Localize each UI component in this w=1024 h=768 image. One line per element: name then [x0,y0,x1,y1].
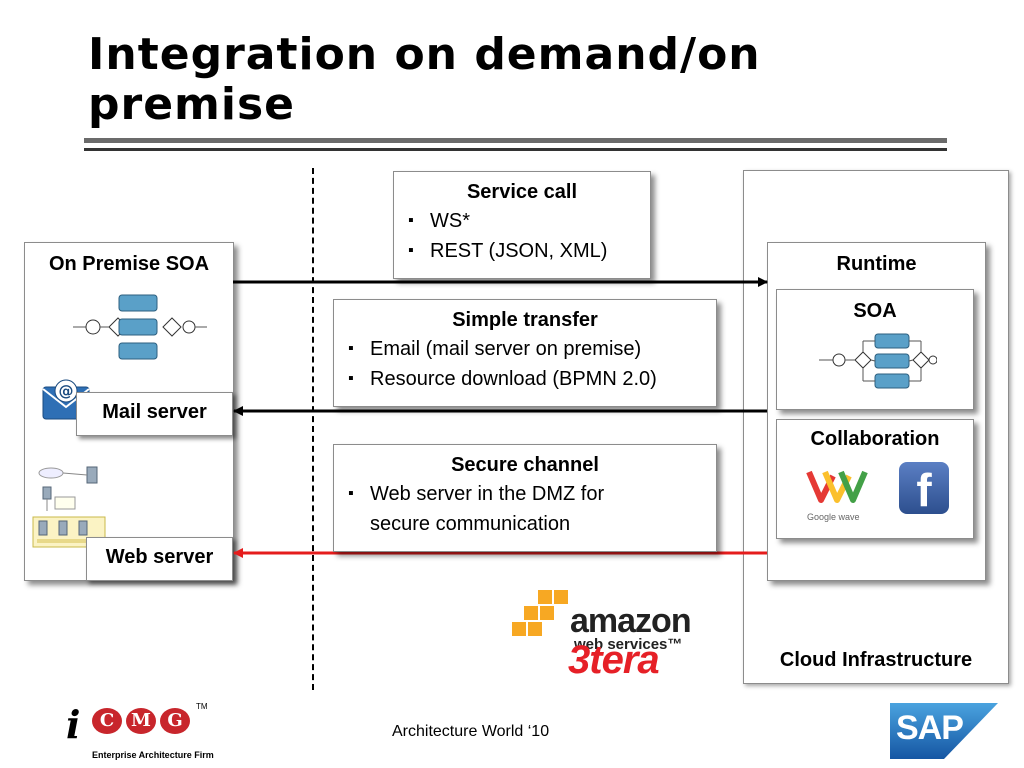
mail-server-box: Mail server [76,392,233,436]
cloud-bpmn-diagram-icon [819,333,937,389]
title-underline-dark [84,148,947,151]
sap-wordmark: SAP [896,709,964,747]
icmg-letter-c: C [92,708,122,734]
cloud-infrastructure-label: Cloud Infrastructure [779,649,973,671]
svg-text:@: @ [59,382,74,400]
icmg-letter-m: M [126,708,156,734]
simple-transfer-item: Email (mail server on premise) [348,334,702,364]
amazon-web-services-logo: amazon web services™ 3tera [512,588,722,682]
secure-channel-item: Web server in the DMZ for secure communi… [348,479,702,539]
cloud-soa-label: SOA [853,300,897,322]
aws-cubes-icon [512,590,568,636]
simple-transfer-callout: Simple transfer Email (mail server on pr… [333,299,717,407]
service-call-callout: Service call WS* REST (JSON, XML) [393,171,651,279]
secure-channel-callout: Secure channel Web server in the DMZ for… [333,444,717,552]
cloud-soa-box: SOA [776,289,974,410]
premise-cloud-divider [312,168,314,690]
runtime-label: Runtime [836,253,917,275]
amazon-wordmark: amazon [570,602,692,640]
on-premise-soa-label: On Premise SOA [48,253,210,275]
google-wave-icon [806,470,868,503]
icmg-tagline: Enterprise Architecture Firm [92,750,214,760]
footer-event-name: Architecture World ‘10 [392,723,550,740]
web-server-box: Web server [86,537,233,581]
icmg-logo: i C M G TM Enterprise Architecture Firm [66,700,216,764]
premise-bpmn-diagram-icon [73,294,207,360]
google-wave-caption: Google wave [807,512,860,522]
service-call-title: Service call [466,181,578,203]
3tera-wordmark: 3tera [568,638,660,682]
collaboration-box: Collaboration Google wave f [776,419,974,539]
amazon-subtitle: web services™ [574,636,683,653]
simple-transfer-title: Simple transfer [452,309,598,331]
service-call-item: REST (JSON, XML) [408,236,636,266]
icmg-letter-g: G [160,708,190,734]
sap-logo-shape [890,703,998,759]
facebook-icon: f [899,462,949,516]
simple-transfer-item: Resource download (BPMN 2.0) [348,364,702,394]
service-call-item: WS* [408,206,636,236]
collaboration-label: Collaboration [810,428,940,450]
secure-channel-title: Secure channel [451,454,599,476]
icmg-letter-i: i [66,702,81,747]
page-title: Integration on demand/on premise [88,29,761,130]
icmg-trademark: TM [196,702,208,711]
sap-logo: SAP [890,703,998,759]
title-underline [84,138,947,143]
